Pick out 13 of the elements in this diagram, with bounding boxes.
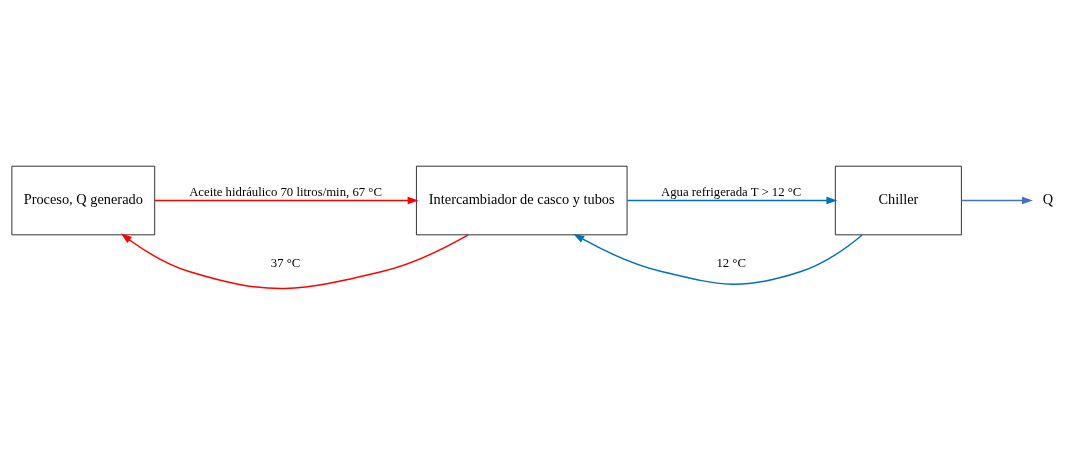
node-box: Proceso, Q generado bbox=[11, 165, 156, 236]
edge-label: Agua refrigerada T > 12 °C bbox=[661, 185, 802, 200]
arrow bbox=[121, 233, 469, 290]
node-box: Intercambiador de casco y tubos bbox=[416, 165, 628, 236]
node-box: Chiller bbox=[834, 165, 962, 236]
arrow bbox=[573, 233, 863, 285]
edge-label: 12 °C bbox=[716, 256, 746, 271]
arrow bbox=[626, 196, 838, 205]
arrow bbox=[960, 196, 1033, 205]
arrow bbox=[154, 196, 419, 205]
edge-label: Aceite hidráulico 70 litros/min, 67 °C bbox=[189, 185, 382, 200]
edge-label: 37 °C bbox=[270, 256, 301, 271]
node-text: Q bbox=[1042, 191, 1054, 208]
